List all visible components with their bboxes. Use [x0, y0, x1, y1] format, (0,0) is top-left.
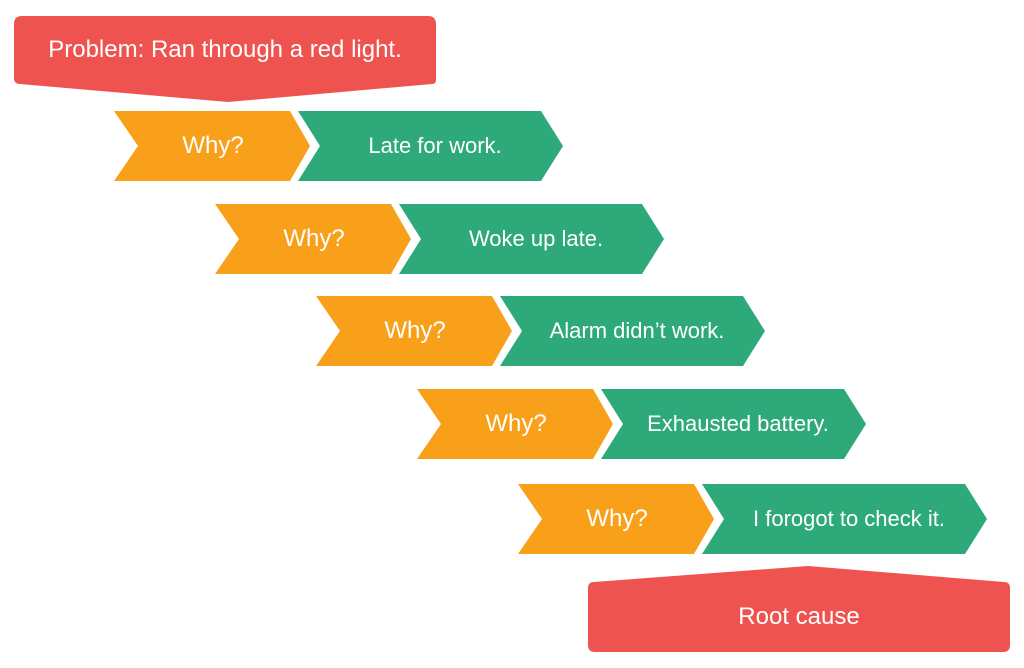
why-chevron-2	[215, 204, 411, 274]
why-label-1: Why?	[182, 132, 244, 159]
answer-label-5: I forogot to check it.	[753, 506, 945, 531]
answer-label-1: Late for work.	[368, 133, 502, 158]
answer-chevron-5	[702, 484, 987, 554]
root-cause-label: Root cause	[738, 603, 860, 630]
problem-banner-shape	[14, 16, 436, 102]
answer-chevron-2	[399, 204, 664, 274]
why-chevron-3	[316, 296, 512, 366]
answer-label-4: Exhausted battery.	[647, 411, 829, 436]
answer-chevron-3	[500, 296, 765, 366]
answer-label-2: Woke up late.	[468, 226, 604, 251]
why-label-5: Why?	[586, 505, 648, 532]
answer-chevron-1	[298, 111, 563, 181]
problem-label: Problem: Ran through a red light.	[48, 36, 402, 63]
root-cause-banner-shape	[588, 566, 1010, 652]
why-chevron-1	[114, 111, 310, 181]
why-chevron-4	[417, 389, 613, 459]
why-label-2: Why?	[283, 225, 345, 252]
why-label-4: Why?	[485, 410, 547, 437]
answer-label-3: Alarm didn’t work.	[549, 318, 725, 343]
answer-chevron-4	[601, 389, 866, 459]
why-chevron-5	[518, 484, 714, 554]
why-label-3: Why?	[384, 317, 446, 344]
